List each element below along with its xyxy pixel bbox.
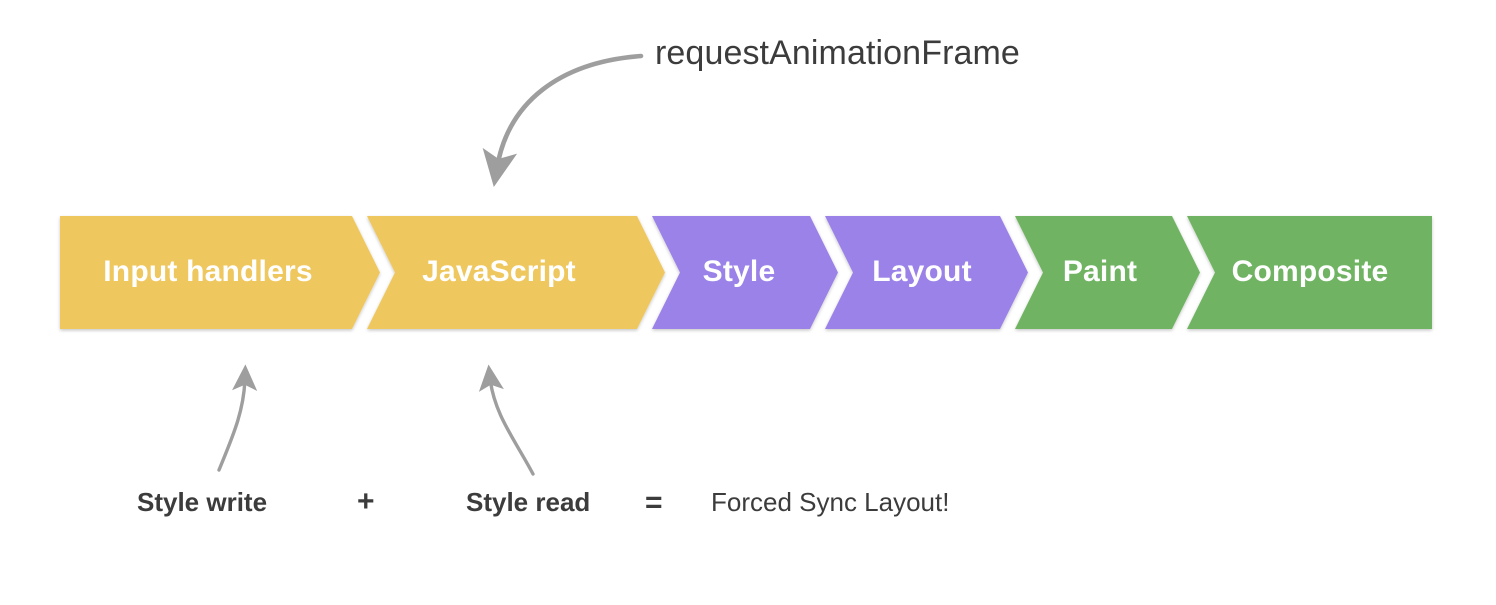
- style-read-arrow: [478, 364, 535, 476]
- equation-term-style-write: Style write: [137, 487, 268, 517]
- pipeline-segments: [60, 216, 1432, 329]
- style-write-arrow: [217, 364, 258, 472]
- style-write-arrow-path: [217, 364, 258, 472]
- raf-annotation-label: requestAnimationFrame: [655, 34, 1020, 72]
- segment-javascript[interactable]: [367, 216, 665, 329]
- equation-operator-plus: +: [357, 485, 375, 518]
- equation-result-forced-sync-layout: Forced Sync Layout!: [711, 487, 950, 517]
- segment-composite[interactable]: [1187, 216, 1432, 329]
- style-read-arrow-path: [478, 364, 535, 476]
- equation-operator-equals: =: [645, 486, 663, 519]
- segment-paint[interactable]: [1015, 216, 1200, 329]
- equation-term-style-read: Style read: [466, 487, 591, 517]
- segment-layout[interactable]: [825, 216, 1028, 329]
- raf-arrow-path: [482, 53, 644, 188]
- raf-arrow: [482, 53, 644, 188]
- segment-input-handlers[interactable]: [60, 216, 380, 329]
- segment-style[interactable]: [652, 216, 838, 329]
